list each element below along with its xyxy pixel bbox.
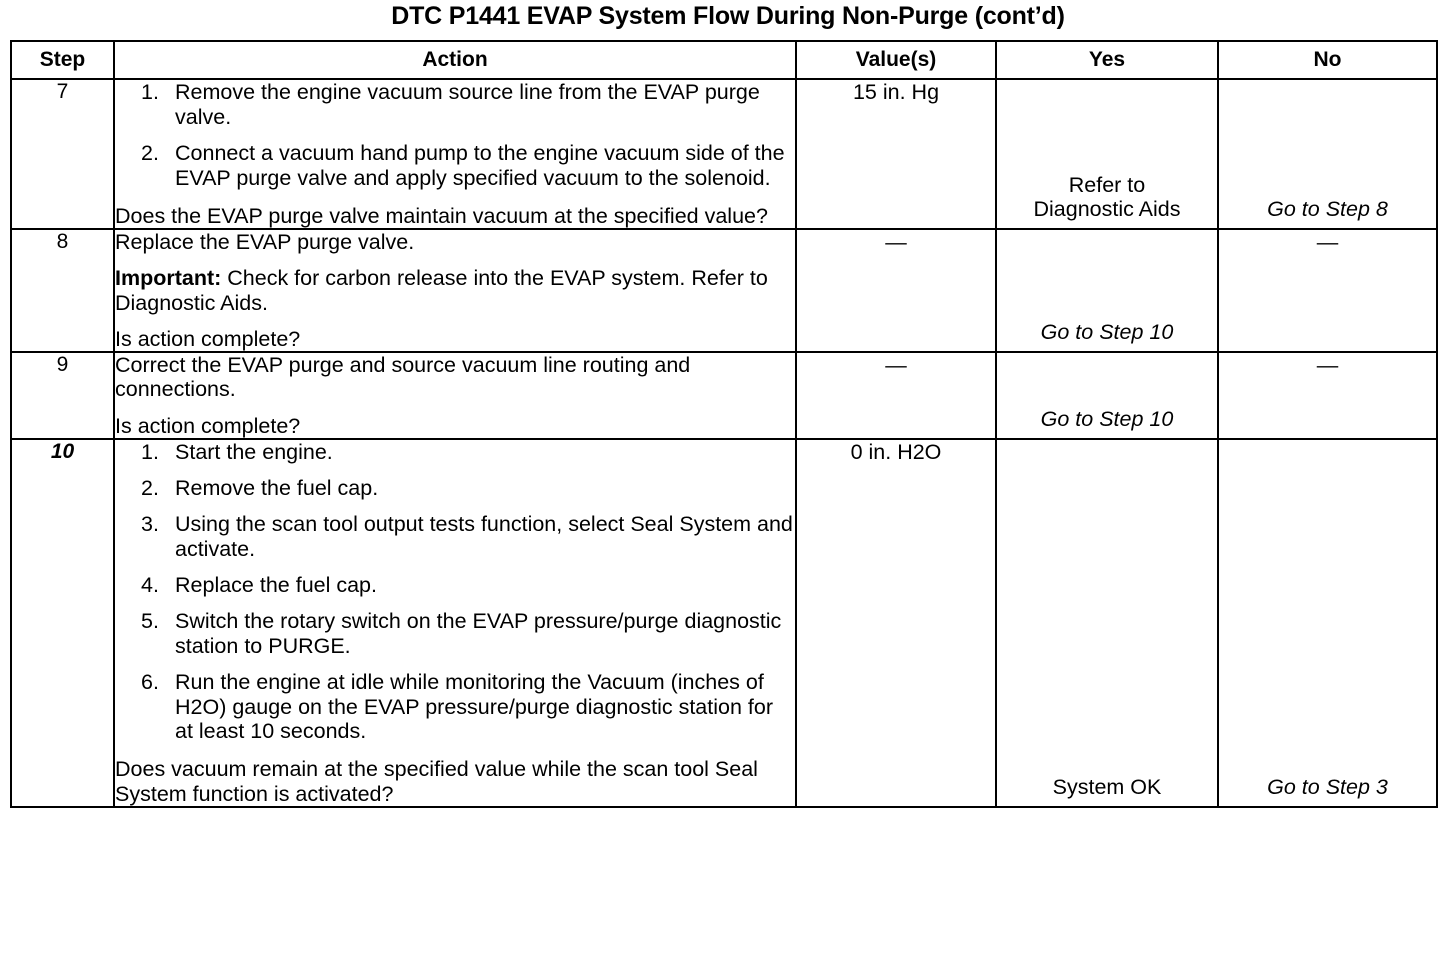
table-row: 8 Replace the EVAP purge valve. Importan…: [10, 228, 1438, 354]
value-cell-10: 0 in. H2O: [795, 438, 997, 808]
list-item-number: 2.: [141, 475, 159, 500]
action-cell-7: 1. Remove the engine vacuum source line …: [113, 77, 797, 231]
step-number-10: 10: [10, 438, 115, 808]
action-list-10: 1. Start the engine. 2. Remove the fuel …: [115, 440, 795, 744]
yes-cell-8: Go to Step 10: [995, 228, 1219, 354]
yes-result-9: Go to Step 10: [1040, 407, 1174, 432]
list-item-text: Start the engine.: [175, 440, 333, 464]
yes-result-line2: Diagnostic Aids: [1033, 197, 1181, 222]
action-important-8: Important: Check for carbon release into…: [115, 266, 795, 315]
list-item-number: 5.: [141, 608, 159, 633]
no-result-10: Go to Step 3: [1267, 775, 1388, 800]
no-cell-7: Go to Step 8: [1217, 77, 1438, 231]
list-item-number: 4.: [141, 572, 159, 597]
column-header-value: Value(s): [795, 40, 997, 80]
list-item: 1. Remove the engine vacuum source line …: [115, 80, 795, 130]
list-item-number: 1.: [141, 440, 159, 464]
yes-result-8: Go to Step 10: [1040, 320, 1174, 345]
column-header-no: No: [1217, 40, 1438, 80]
page-title: DTC P1441 EVAP System Flow During Non-Pu…: [391, 2, 1065, 30]
no-cell-8: —: [1217, 228, 1438, 354]
value-cell-9: —: [795, 351, 997, 440]
action-lead-9: Correct the EVAP purge and source vacuum…: [115, 353, 691, 402]
column-header-yes: Yes: [995, 40, 1219, 80]
step-number-8: 8: [10, 228, 115, 354]
table-row: 7 1. Remove the engine vacuum source lin…: [10, 77, 1438, 231]
list-item: 2. Connect a vacuum hand pump to the eng…: [115, 141, 795, 191]
action-question-7: Does the EVAP purge valve maintain vacuu…: [115, 203, 768, 228]
action-list-7: 1. Remove the engine vacuum source line …: [115, 80, 795, 191]
list-item: 3. Using the scan tool output tests func…: [115, 512, 795, 562]
list-item-number: 2.: [141, 140, 159, 165]
step-number-9: 9: [10, 351, 115, 440]
action-cell-10: 1. Start the engine. 2. Remove the fuel …: [113, 438, 797, 808]
action-question-10: Does vacuum remain at the specified valu…: [115, 757, 758, 806]
column-header-action: Action: [113, 40, 797, 80]
no-cell-9: —: [1217, 351, 1438, 440]
column-header-step: Step: [10, 40, 115, 80]
value-cell-8: —: [795, 228, 997, 354]
action-question-8: Is action complete?: [115, 326, 301, 351]
list-item-text: Connect a vacuum hand pump to the engine…: [175, 140, 785, 190]
yes-result-7: Refer to Diagnostic Aids: [997, 173, 1217, 222]
yes-result-10: System OK: [1052, 775, 1162, 800]
action-question-9: Is action complete?: [115, 413, 301, 438]
list-item-number: 6.: [141, 669, 159, 694]
yes-cell-7: Refer to Diagnostic Aids: [995, 77, 1219, 231]
action-cell-9: Correct the EVAP purge and source vacuum…: [113, 351, 797, 440]
yes-cell-10: System OK: [995, 438, 1219, 808]
action-lead-8: Replace the EVAP purge valve.: [115, 230, 415, 255]
table-header-row: Step Action Value(s) Yes No: [10, 40, 1438, 80]
yes-result-line1: Refer to: [1068, 172, 1146, 197]
no-cell-10: Go to Step 3: [1217, 438, 1438, 808]
list-item-text: Using the scan tool output tests functio…: [175, 511, 793, 561]
list-item-text: Replace the fuel cap.: [175, 572, 377, 597]
list-item: 5. Switch the rotary switch on the EVAP …: [115, 609, 795, 659]
important-label: Important:: [115, 266, 222, 291]
value-cell-7: 15 in. Hg: [795, 77, 997, 231]
table-row: 10 1. Start the engine. 2. Remove the fu…: [10, 438, 1438, 808]
list-item-text: Remove the engine vacuum source line fro…: [175, 80, 760, 129]
list-item-text: Remove the fuel cap.: [175, 475, 379, 500]
list-item: 4. Replace the fuel cap.: [115, 573, 795, 598]
list-item: 2. Remove the fuel cap.: [115, 476, 795, 501]
list-item-text: Switch the rotary switch on the EVAP pre…: [175, 608, 782, 658]
yes-cell-9: Go to Step 10: [995, 351, 1219, 440]
table-row: 9 Correct the EVAP purge and source vacu…: [10, 351, 1438, 440]
list-item: 1. Start the engine.: [115, 440, 795, 465]
list-item-text: Run the engine at idle while monitoring …: [175, 669, 773, 744]
list-item-number: 3.: [141, 511, 159, 536]
list-item-number: 1.: [141, 80, 159, 104]
action-cell-8: Replace the EVAP purge valve. Important:…: [113, 228, 797, 354]
important-text: Check for carbon release into the EVAP s…: [115, 266, 768, 315]
no-result-7: Go to Step 8: [1267, 197, 1388, 222]
diagnostic-step-table: Step Action Value(s) Yes No 7 1. Remove …: [10, 40, 1438, 808]
list-item: 6. Run the engine at idle while monitori…: [115, 670, 795, 745]
step-number-7: 7: [10, 77, 115, 231]
